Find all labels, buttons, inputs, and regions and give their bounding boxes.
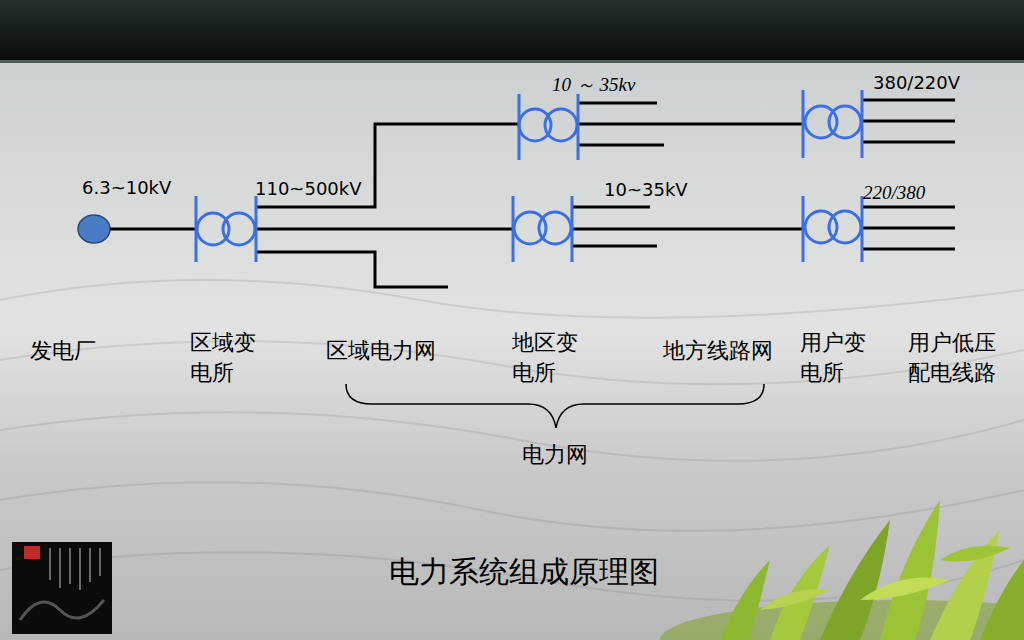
group-name: 电力网 — [522, 440, 588, 470]
caption: 电力系统组成原理图 — [389, 552, 659, 593]
voltage-label: 10 ～ 35kv — [552, 72, 635, 98]
voltage-label: 110~500kV — [255, 177, 362, 201]
part-name: 地方线路网 — [663, 336, 773, 366]
generator — [78, 215, 110, 243]
bar-edge — [0, 60, 1024, 63]
transformers — [196, 90, 862, 262]
part-name: 用户变 电所 — [800, 328, 875, 387]
voltage-label: 10~35kV — [604, 178, 688, 202]
tea-plants — [660, 500, 1024, 640]
part-name: 地区变 电所 — [512, 328, 587, 387]
brace — [346, 384, 764, 428]
part-name: 区域电力网 — [326, 336, 436, 366]
seal-picture — [12, 542, 112, 634]
part-name: 发电厂 — [30, 336, 96, 366]
voltage-label: 6.3~10kV — [82, 176, 171, 200]
top-bar — [0, 0, 1024, 62]
part-name: 区域变 电所 — [190, 328, 265, 387]
voltage-label: 220/380 — [863, 180, 925, 206]
part-name: 用户低压 配电线路 — [908, 328, 1005, 387]
wires — [110, 100, 955, 287]
voltage-label: 380/220V — [873, 71, 960, 95]
